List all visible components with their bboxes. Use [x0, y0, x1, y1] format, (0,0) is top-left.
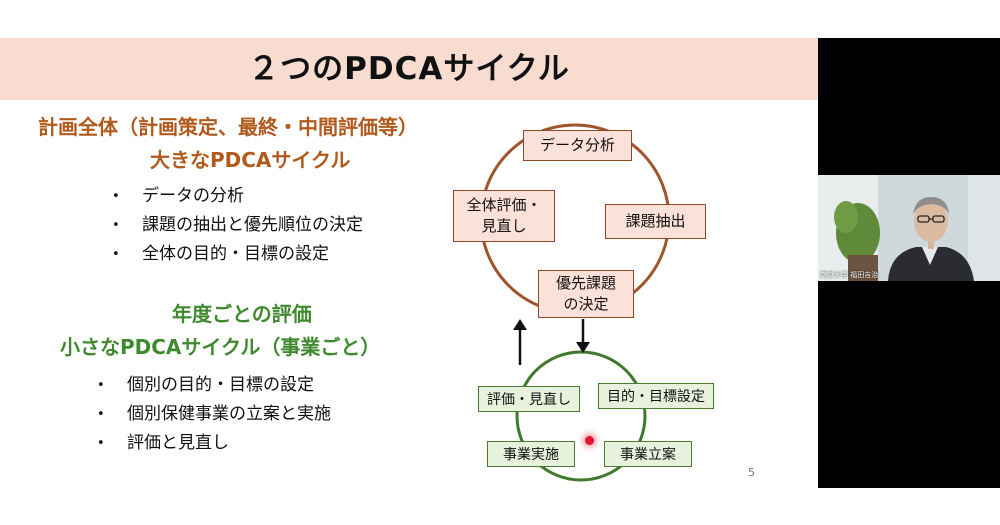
bullet-item: 個別保健事業の立案と実施: [97, 400, 331, 429]
box-label-line2: 見直し: [481, 217, 527, 235]
small-cycle-planning-box: 事業立案: [604, 441, 692, 467]
bullet-item: 個別の目的・目標の設定: [97, 371, 331, 400]
section2-heading-line2: 小さなPDCAサイクル（事業ごと）: [60, 335, 381, 359]
big-cycle-issue-extraction-box: 課題抽出: [605, 204, 706, 239]
small-cycle-ring: [515, 350, 647, 482]
box-label: 目的・目標設定: [607, 389, 705, 405]
bullet-item: 課題の抽出と優先順位の決定: [112, 211, 363, 240]
webcam-thumbnail: 南京大学 福田吉治: [818, 175, 1000, 281]
box-label-line1: 優先課題: [555, 274, 616, 292]
box-label: 事業立案: [620, 447, 676, 463]
down-arrow: [576, 319, 590, 353]
small-cycle-implementation-box: 事業実施: [487, 441, 575, 467]
section2-bullet-list: 個別の目的・目標の設定 個別保健事業の立案と実施 評価と見直し: [97, 371, 331, 458]
box-label-line2: の決定: [563, 295, 609, 313]
section1-heading-line1: 計画全体（計画策定、最終・中間評価等）: [38, 115, 418, 139]
slide-title: ２つのPDCAサイクル: [248, 51, 570, 87]
big-cycle-data-analysis-box: データ分析: [523, 130, 632, 161]
box-label-line1: 全体評価・: [466, 196, 542, 214]
box-label: 課題抽出: [625, 212, 686, 230]
big-cycle-priority-decision-box: 優先課題 の決定: [538, 270, 634, 318]
slide: ２つのPDCAサイクル 計画全体（計画策定、最終・中間評価等） 大きなPDCAサ…: [0, 38, 818, 488]
section1-bullet-list: データの分析 課題の抽出と優先順位の決定 全体の目的・目標の設定: [112, 182, 363, 269]
title-band: [0, 38, 818, 100]
bullet-item: 評価と見直し: [97, 429, 331, 458]
box-label: データ分析: [539, 136, 615, 154]
pdca-diagram: [479, 123, 671, 482]
webcam-video-image: [818, 175, 1000, 281]
page-number: 5: [748, 466, 755, 479]
bullet-item: 全体の目的・目標の設定: [112, 240, 363, 269]
box-label: 評価・見直し: [487, 392, 571, 408]
section2-heading-line1: 年度ごとの評価: [172, 302, 312, 326]
laser-pointer-dot: [585, 436, 594, 445]
big-cycle-overall-evaluation-box: 全体評価・ 見直し: [453, 190, 555, 242]
up-arrow: [513, 319, 527, 365]
box-label: 事業実施: [503, 447, 559, 463]
small-cycle-evaluation-box: 評価・見直し: [478, 386, 580, 412]
section1-heading-line2: 大きなPDCAサイクル: [150, 148, 351, 172]
webcam-caption: 南京大学 福田吉治: [820, 271, 879, 279]
small-cycle-objective-box: 目的・目標設定: [598, 383, 714, 409]
bullet-item: データの分析: [112, 182, 363, 211]
